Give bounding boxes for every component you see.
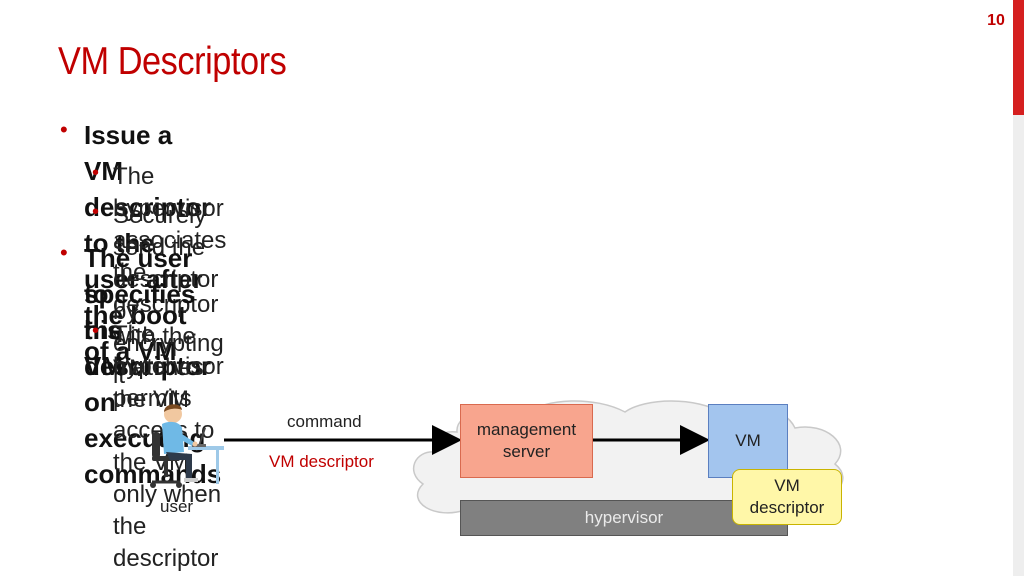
vm-box: VM: [708, 404, 788, 478]
vm-descriptor-line1: VM: [774, 476, 800, 495]
vm-label: VM: [735, 431, 761, 450]
side-bar-gray: [1013, 115, 1024, 576]
bullet-1: Issue a VM descriptor to the user after …: [84, 120, 212, 366]
sub-bullet-dot: •: [92, 320, 100, 342]
vm-descriptor-line2: descriptor: [749, 498, 825, 517]
slide-number: 10: [987, 12, 1005, 29]
management-server-box: management server: [460, 404, 593, 478]
command-label: command: [287, 412, 362, 431]
bullet-dot: •: [60, 240, 68, 265]
bullet-2-line2: to his VM: [84, 279, 123, 381]
mgmt-label-line2: server: [502, 442, 551, 461]
mgmt-label-line1: management: [476, 420, 577, 439]
user-at-desk-icon: [150, 404, 224, 488]
sub-bullet-dot: •: [92, 201, 100, 223]
user-label: user: [160, 497, 194, 516]
slide-title: VM Descriptors: [58, 40, 287, 83]
side-bar-red: [1013, 0, 1024, 115]
vm-descriptor-label: VM descriptor: [269, 452, 374, 471]
bullet-1-1: The hypervisor associates the descriptor…: [113, 163, 227, 382]
hypervisor-label: hypervisor: [584, 508, 664, 527]
sub-bullet-dot: •: [92, 162, 100, 184]
bullet-dot: •: [60, 117, 68, 142]
bullet-1-2: Securely send the descriptor by encrypti…: [113, 202, 224, 389]
vm-descriptor-box: VM descriptor: [732, 469, 842, 525]
side-accent-bar: [1013, 0, 1024, 576]
